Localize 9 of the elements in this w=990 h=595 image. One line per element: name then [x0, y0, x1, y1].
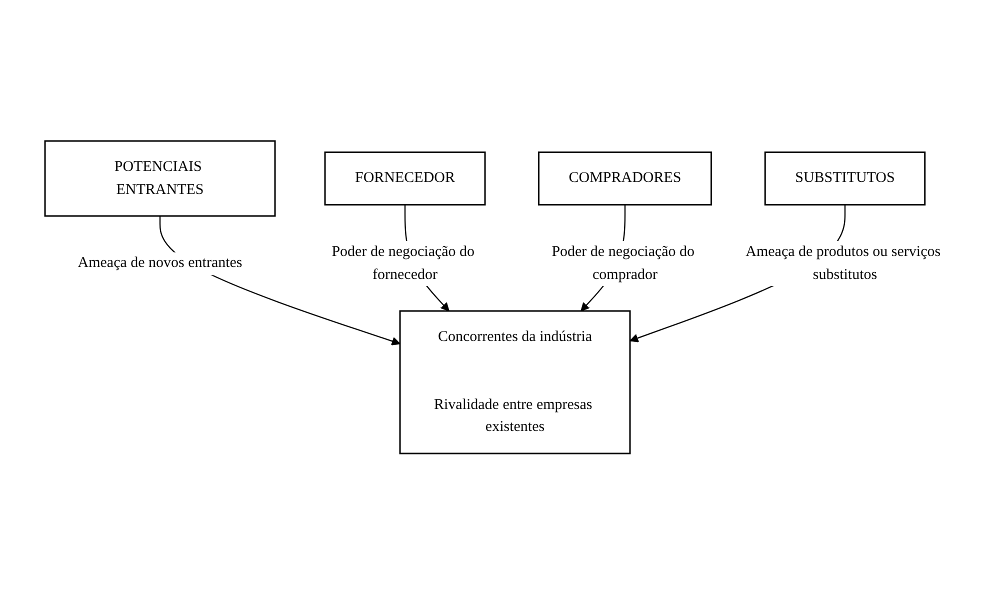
node-box: POTENCIAIS ENTRANTES: [44, 140, 276, 217]
node-box: COMPRADORES: [538, 152, 712, 206]
node-box: Concorrentes da indústria Rivalidade entre empresas existentes: [399, 310, 631, 454]
edge-label: Ameaça de novos entrantes: [78, 255, 242, 272]
node-box: FORNECEDOR: [324, 152, 486, 206]
edge-label: Poder de negociação do fornecedor: [332, 244, 475, 283]
edge-label: Poder de negociação do comprador: [552, 244, 695, 283]
node-box: SUBSTITUTOS: [764, 152, 926, 206]
edge-label: Ameaça de produtos ou serviços substitutos: [746, 244, 941, 283]
